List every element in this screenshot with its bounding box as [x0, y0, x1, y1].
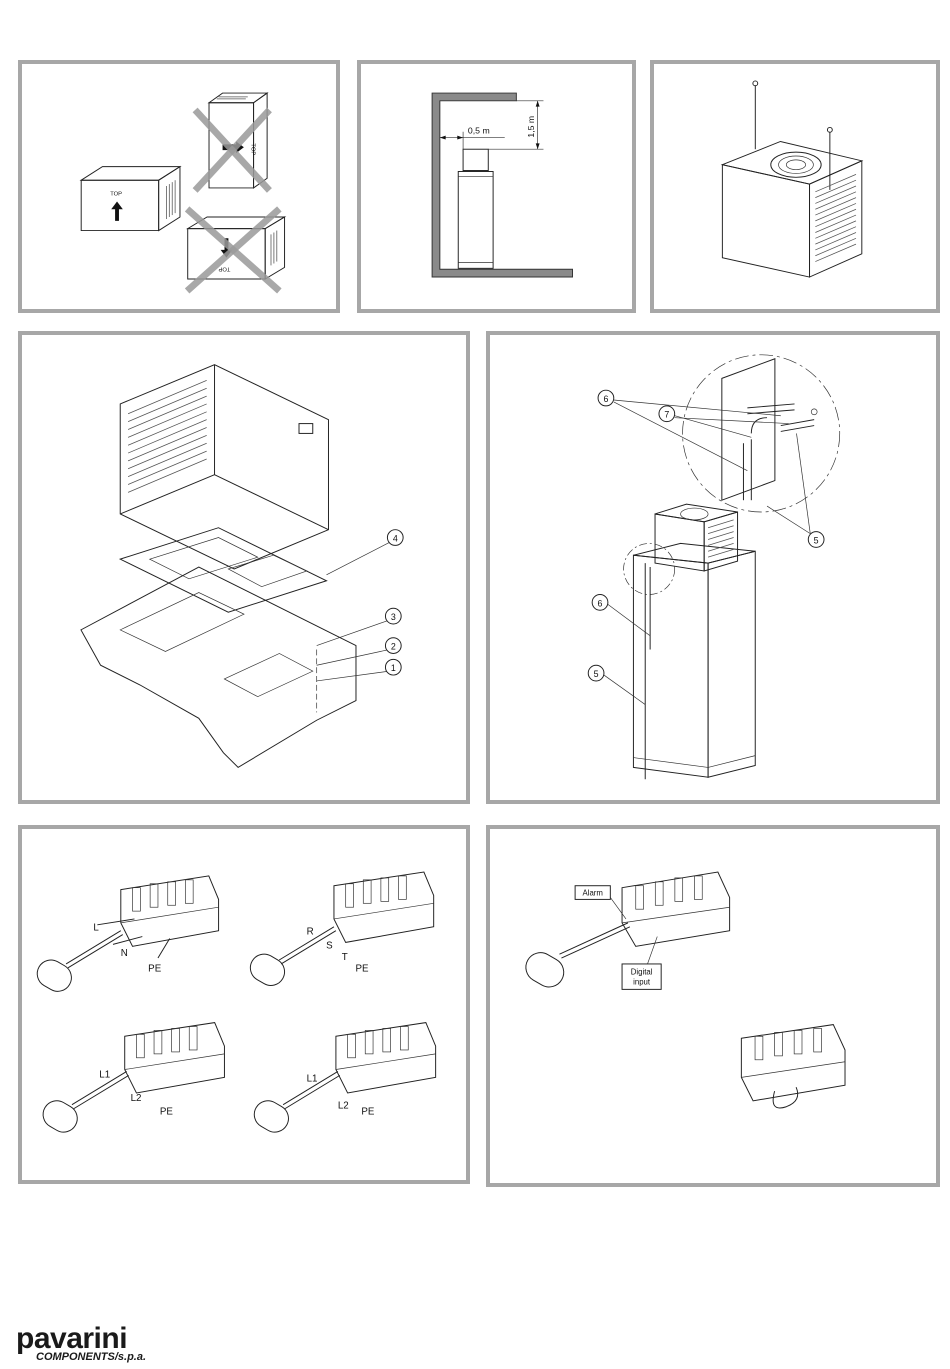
top-label-front: TOP — [110, 192, 122, 198]
box-rotated-wrong: TOP — [197, 93, 267, 188]
svg-text:L1: L1 — [99, 1069, 110, 1080]
callout-6-side: 6 — [592, 595, 650, 636]
svg-text:PE: PE — [355, 964, 369, 975]
wall-ceiling — [432, 93, 572, 277]
box-inverted-wrong: TOP — [188, 211, 285, 288]
svg-text:1: 1 — [391, 663, 396, 673]
logo-subtitle: COMPONENTS/s.p.a. — [36, 1351, 146, 1363]
panel-power-connectors: L N PE R S T PE L1 L2 PE — [18, 825, 470, 1184]
panel-clearance: 0,5 m 1,5 m — [357, 60, 636, 313]
cooling-unit — [463, 149, 488, 170]
panel-alarm-connector: Alarm Digital input — [486, 825, 940, 1187]
svg-text:R: R — [307, 927, 314, 938]
svg-text:3: 3 — [391, 612, 396, 622]
connector-three-phase: R S T PE — [245, 872, 433, 990]
svg-text:L2: L2 — [131, 1093, 142, 1104]
callout-5-top: 5 — [767, 433, 824, 547]
svg-text:Alarm: Alarm — [583, 888, 603, 897]
connector-two-phase-1: L1 L2 PE — [38, 1023, 224, 1138]
connector-single-phase-1: L N PE — [32, 876, 218, 996]
top-label-rotated: TOP — [250, 143, 256, 155]
svg-text:7: 7 — [664, 410, 669, 420]
condensate-drain-illustration: 6 7 5 6 5 — [490, 335, 936, 800]
bridged-connector — [741, 1025, 845, 1108]
panel-condensate-drain: 6 7 5 6 5 — [486, 331, 940, 804]
unit-fan-icon — [681, 508, 709, 520]
svg-text:6: 6 — [603, 394, 608, 404]
panel-lifting — [650, 60, 940, 313]
pavarini-logo: pavarini COMPONENTS/s.p.a. — [16, 1326, 166, 1362]
dim-vertical: 1,5 m — [526, 116, 536, 138]
bridge-loop — [773, 1087, 798, 1108]
svg-text:input: input — [633, 977, 651, 986]
roof-mounting-illustration: 4 3 2 1 — [22, 335, 466, 800]
packaging-illustration: TOP TOP TOP — [22, 64, 336, 309]
callout-6-top: 6 — [598, 390, 781, 471]
lifting-illustration — [654, 64, 936, 309]
callout-4: 4 — [327, 530, 404, 575]
power-connectors-illustration: L N PE R S T PE L1 L2 PE — [22, 829, 466, 1180]
svg-text:N: N — [121, 948, 128, 959]
svg-text:5: 5 — [594, 669, 599, 679]
svg-text:T: T — [342, 952, 348, 963]
connector-two-phase-2: L1 L2 PE — [249, 1023, 435, 1138]
svg-text:L: L — [93, 923, 99, 934]
panel-packaging-orientation: TOP TOP TOP — [18, 60, 340, 313]
svg-text:S: S — [326, 940, 333, 951]
top-label-inverted: TOP — [218, 265, 230, 271]
callout-5-side: 5 — [588, 665, 645, 704]
up-arrow-icon — [111, 202, 123, 221]
svg-text:PE: PE — [148, 964, 162, 975]
svg-text:4: 4 — [393, 533, 398, 543]
dim-horizontal: 0,5 m — [468, 126, 490, 136]
panel-roof-mounting: 4 3 2 1 — [18, 331, 470, 804]
svg-text:L1: L1 — [307, 1073, 318, 1084]
digital-input-label: Digital input — [622, 937, 661, 990]
side-grille — [815, 174, 856, 261]
svg-text:6: 6 — [598, 598, 603, 608]
svg-text:L2: L2 — [338, 1101, 349, 1112]
alarm-label: Alarm — [575, 886, 626, 919]
clearance-illustration: 0,5 m 1,5 m — [361, 64, 632, 309]
unit-front-grille — [128, 380, 207, 492]
svg-text:5: 5 — [814, 535, 819, 545]
box-upright: TOP — [81, 167, 180, 231]
svg-text:2: 2 — [391, 642, 396, 652]
svg-text:PE: PE — [160, 1106, 174, 1117]
cabinet — [458, 171, 493, 268]
alarm-connector-illustration: Alarm Digital input — [490, 829, 936, 1183]
svg-text:Digital: Digital — [631, 968, 653, 977]
svg-text:PE: PE — [361, 1106, 375, 1117]
detail-circle-large — [683, 355, 840, 512]
